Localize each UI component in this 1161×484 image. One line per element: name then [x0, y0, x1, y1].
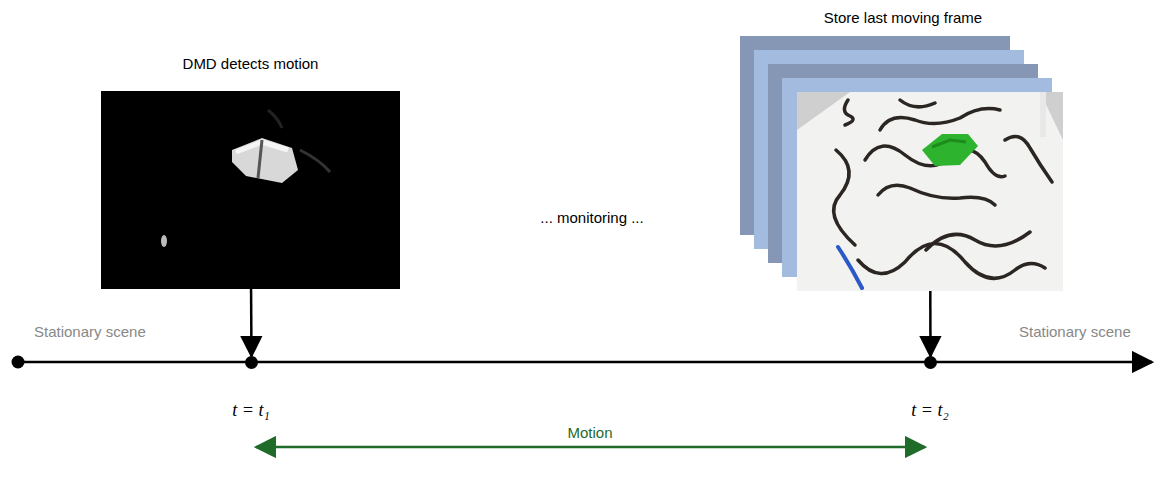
image-panel: DMD detects motion — [101, 91, 400, 289]
frame-stack — [740, 36, 1063, 291]
time-marker: t = t₁ — [211, 400, 291, 421]
dot-shape — [245, 356, 258, 369]
timeline-event-dot: t = t₁ — [245, 356, 258, 369]
dot-fill — [924, 356, 937, 369]
motion-span-arrow — [256, 446, 925, 449]
timeline-start-dot — [12, 356, 25, 369]
flow-arrow — [250, 289, 253, 356]
flow-arrow — [929, 291, 932, 356]
panel-heading: Store last moving frame — [770, 9, 1036, 26]
dot-fill — [245, 356, 258, 369]
timeline-event-dot: t = t₂ — [924, 356, 937, 369]
time-marker: t = t₂ — [890, 400, 970, 421]
panel-heading: DMD detects motion — [101, 55, 400, 72]
phase-label: Stationary scene — [1019, 323, 1131, 340]
timeline-axis — [18, 361, 1152, 364]
interval-label: Motion — [567, 424, 612, 441]
dmd-motion-image — [101, 70, 400, 289]
status-note: ... monitoring ... — [540, 209, 643, 226]
dot-shape — [924, 356, 937, 369]
image-panel: Store last moving frame — [797, 92, 1063, 291]
phase-label: Stationary scene — [34, 323, 146, 340]
